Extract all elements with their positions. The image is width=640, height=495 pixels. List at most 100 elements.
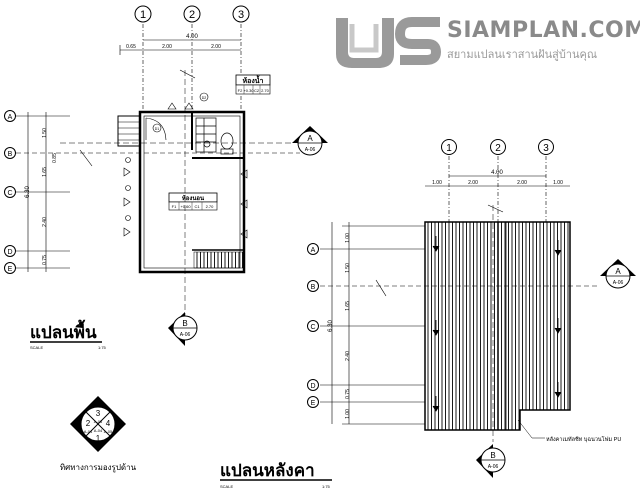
- svg-text:+0.60: +0.60: [180, 204, 191, 209]
- brand-name: SIAMPLAN.COM: [447, 18, 640, 43]
- floor-section-b-marker: B A-06: [168, 69, 198, 346]
- svg-text:D2: D2: [202, 96, 207, 100]
- roof-dim-row-3: 1.65: [345, 301, 351, 311]
- svg-text:E: E: [8, 266, 13, 273]
- svg-text:1: 1: [446, 143, 452, 154]
- floor-dim-col-b: 2.00: [162, 44, 172, 50]
- brand-tagline: สยามแปลนเราสานฝันสู่บ้านคุณ: [447, 48, 598, 61]
- svg-text:E: E: [311, 400, 316, 407]
- floor-plan: 1 2 3 4.00 0.65 2.00 2.00 A B: [4, 5, 328, 350]
- svg-text:A-06: A-06: [305, 147, 316, 153]
- svg-text:2: 2: [495, 143, 501, 154]
- svg-text:A: A: [311, 247, 316, 254]
- roof-note: หลังคาเมทัลชีท บุฉนวนโฟม PU: [517, 419, 621, 443]
- floor-scale-label: SCALE: [30, 345, 43, 350]
- floor-grid-row-c: C: [4, 186, 16, 198]
- floor-grid-row-b: B: [4, 147, 16, 159]
- roof-scale-label: SCALE: [220, 484, 233, 489]
- floor-dim-row-3: 1.65: [42, 167, 48, 177]
- floor-dim-row-4: 2.40: [42, 217, 48, 227]
- floor-plan-title: แปลนพื้น: [30, 319, 97, 343]
- roof-grid-row-a: A: [307, 243, 319, 255]
- siamplan-logo: SIAMPLAN.COM สยามแปลนเราสานฝันสู่บ้านคุณ: [332, 10, 640, 74]
- floor-grid-column-1: 1: [134, 5, 152, 23]
- roof-dim-col-a: 1.00: [432, 180, 442, 186]
- roof-grid-column-1: 1: [441, 139, 457, 155]
- roof-dim-row-2: 1.50: [345, 263, 351, 273]
- svg-text:3: 3: [543, 143, 549, 154]
- roof-dim-col-d: 1.00: [553, 180, 563, 186]
- svg-text:D1: D1: [155, 127, 160, 131]
- floor-grid-row-e: E: [4, 262, 16, 274]
- roof-grid-column-2: 2: [490, 139, 506, 155]
- svg-text:A: A: [8, 114, 13, 121]
- floor-walls: [117, 110, 246, 274]
- bathroom-fixtures: [195, 117, 234, 155]
- door-tag-d1: D1: [152, 123, 162, 133]
- roof-section-b-marker: B A-06: [476, 204, 506, 478]
- svg-text:F1: F1: [172, 204, 177, 209]
- bedroom-label: ห้องนอน F1 +0.60 C1 2.70: [168, 192, 218, 211]
- elevation-top-num: 3: [96, 409, 101, 418]
- floor-dimension-left: [16, 112, 300, 272]
- floor-scale-value: 1:75: [98, 345, 107, 350]
- roof-overall-depth: 6.30: [328, 320, 334, 332]
- floor-grid-column-2: 2: [183, 5, 201, 23]
- floor-grid-column-3: 3: [232, 5, 250, 23]
- svg-text:A-06: A-06: [180, 332, 191, 338]
- svg-text:A-06: A-06: [488, 464, 499, 470]
- roof-section-a-marker: A A-06: [600, 259, 636, 289]
- floor-dim-row-5: 0.75: [42, 255, 48, 265]
- roof-slope-arrows: [432, 236, 562, 412]
- svg-text:ห้องนอน: ห้องนอน: [182, 194, 205, 202]
- roof-dimension-top: [425, 156, 570, 222]
- roof-grid-column-3: 3: [538, 139, 554, 155]
- elevation-right-ref: A-05: [104, 429, 113, 434]
- svg-text:C2: C2: [254, 88, 260, 93]
- svg-text:D: D: [7, 249, 12, 256]
- floor-overall-depth: 6.30: [25, 186, 31, 198]
- elevation-key-caption: ทิศทางการมองรูปด้าน: [60, 463, 137, 473]
- floor-dim-col-c: 2.00: [211, 44, 221, 50]
- roof-grid-row-d: D: [307, 379, 319, 391]
- door-tag-d2: D2: [199, 92, 209, 102]
- svg-text:2: 2: [189, 9, 195, 21]
- floor-grid-row-d: D: [4, 245, 16, 257]
- siamplan-logo-mark-icon: [336, 17, 442, 68]
- bathroom-label: ห้องน้ำ F2 +0.30 C2 2.70: [235, 74, 271, 95]
- svg-text:C1: C1: [194, 204, 200, 209]
- roof-dim-row-6: 1.00: [345, 409, 351, 419]
- roof-dim-col-c: 2.00: [517, 180, 527, 186]
- svg-text:B: B: [182, 319, 187, 328]
- roof-grid-row-b: B: [307, 280, 319, 292]
- svg-text:2.70: 2.70: [206, 204, 215, 209]
- roof-plan: 1 2 3 4.00 1.00 2.00 2.00 1.00 A B: [220, 139, 636, 489]
- elevation-left-ref: A-04: [84, 429, 93, 434]
- floor-section-a-marker: A A-06: [60, 126, 328, 156]
- elevation-key: 3 A-05 4 A-05 1 A-04 2 A-04 ทิศทางการมอง…: [60, 396, 137, 473]
- roof-dim-row-4: 2.40: [345, 351, 351, 361]
- floor-dim-row-1: 1.50: [42, 128, 48, 138]
- floor-entrance-hatch: [193, 251, 245, 269]
- svg-text:B: B: [8, 151, 13, 158]
- floor-level-markers: [123, 102, 248, 239]
- svg-text:ห้องน้ำ: ห้องน้ำ: [243, 74, 264, 85]
- roof-dim-col-b: 2.00: [468, 180, 478, 186]
- svg-text:F2: F2: [238, 88, 243, 93]
- floor-overall-width: 4.00: [186, 34, 198, 40]
- floor-dim-col-a: 0.65: [126, 44, 136, 50]
- svg-text:C: C: [7, 190, 12, 197]
- roof-metal-sheet: [424, 221, 571, 431]
- roof-plan-title: แปลนหลังคา: [220, 461, 315, 481]
- elevation-left-num: 2: [86, 419, 91, 428]
- roof-grid-row-c: C: [307, 320, 319, 332]
- svg-text:C: C: [310, 324, 315, 331]
- svg-text:2.70: 2.70: [261, 88, 270, 93]
- svg-text:B: B: [311, 284, 316, 291]
- elevation-top-ref: A-05: [94, 419, 103, 424]
- roof-overall-width: 4.00: [491, 170, 503, 176]
- floor-grid-row-a: A: [4, 110, 16, 122]
- svg-text:D: D: [310, 383, 315, 390]
- roof-scale-value: 1:75: [322, 484, 331, 489]
